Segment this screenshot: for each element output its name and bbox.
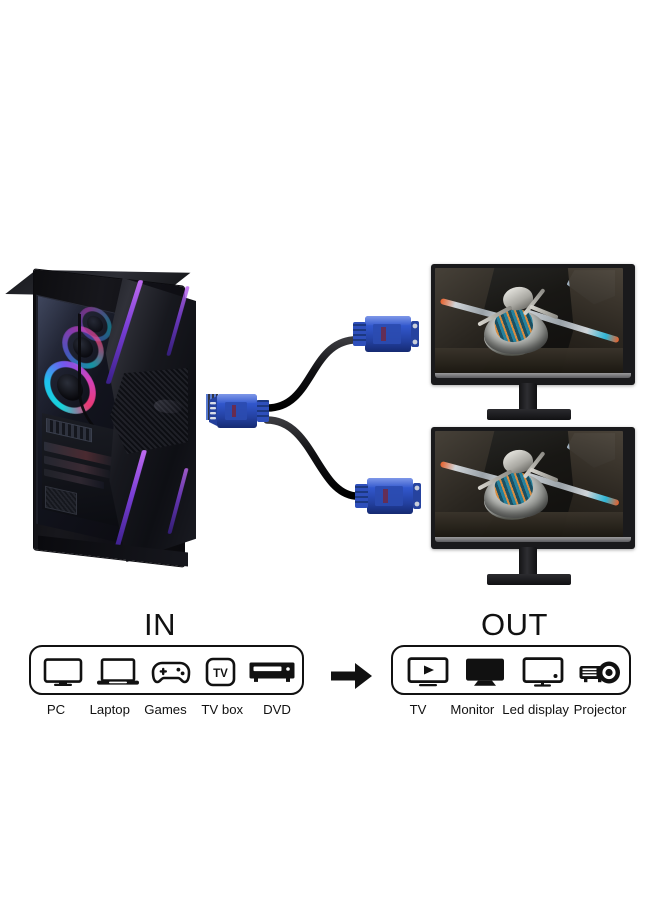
gaming-pc-tower <box>5 269 220 567</box>
tv-box-icon: TV <box>205 657 236 687</box>
gamepad-icon <box>151 659 191 686</box>
tv-play-icon <box>407 657 449 688</box>
monitor-icon <box>43 658 83 687</box>
monitor-filled-icon <box>464 657 506 688</box>
pc-motherboard <box>42 413 122 528</box>
vga-splitter-cable <box>209 316 421 514</box>
out-device-labels: TV Monitor Led display Projector <box>391 702 631 717</box>
in-device-box: TV <box>29 645 304 695</box>
out-panel-heading: OUT <box>481 607 548 642</box>
out-device-box <box>391 645 631 695</box>
svg-text:TV: TV <box>213 668 228 680</box>
in-label-dvd: DVD <box>263 702 291 717</box>
cable-wire-bottom <box>263 416 359 500</box>
out-label-led-display: Led display <box>502 702 570 717</box>
monitor-bottom-base <box>487 574 571 585</box>
in-device-labels: PC Laptop Games TV box DVD <box>29 702 304 717</box>
monitor-bottom <box>431 427 635 590</box>
led-display-icon <box>522 657 564 688</box>
in-label-games: Games <box>144 702 187 717</box>
vga-male-connector <box>209 394 269 428</box>
in-label-tv-box: TV box <box>201 702 244 717</box>
vga-female-connector-bottom <box>355 478 421 514</box>
monitor-bottom-chin <box>435 537 631 542</box>
monitor-top-chin <box>435 373 631 378</box>
vga-female-connector-top <box>353 316 419 352</box>
monitor-top-screen <box>435 268 623 373</box>
game-scene <box>435 431 623 537</box>
monitor-bottom-neck <box>519 547 537 576</box>
arrow-right-icon <box>331 662 373 695</box>
game-scene <box>435 268 623 373</box>
monitor-bottom-screen <box>435 431 623 537</box>
cable-wire-top <box>263 336 357 412</box>
dvd-player-icon <box>248 661 296 683</box>
in-label-pc: PC <box>46 702 66 717</box>
monitor-top <box>431 264 635 424</box>
monitor-top-neck <box>519 383 537 411</box>
monitor-top-base <box>487 409 571 420</box>
out-label-tv: TV <box>409 702 427 717</box>
out-label-projector: Projector <box>573 702 627 717</box>
projector-icon <box>578 660 622 685</box>
in-panel-heading: IN <box>144 607 176 642</box>
out-label-monitor: Monitor <box>450 702 495 717</box>
psu-shroud <box>45 485 77 516</box>
laptop-icon <box>96 658 140 687</box>
pc-front-mesh <box>110 368 188 454</box>
in-label-laptop: Laptop <box>89 702 130 717</box>
